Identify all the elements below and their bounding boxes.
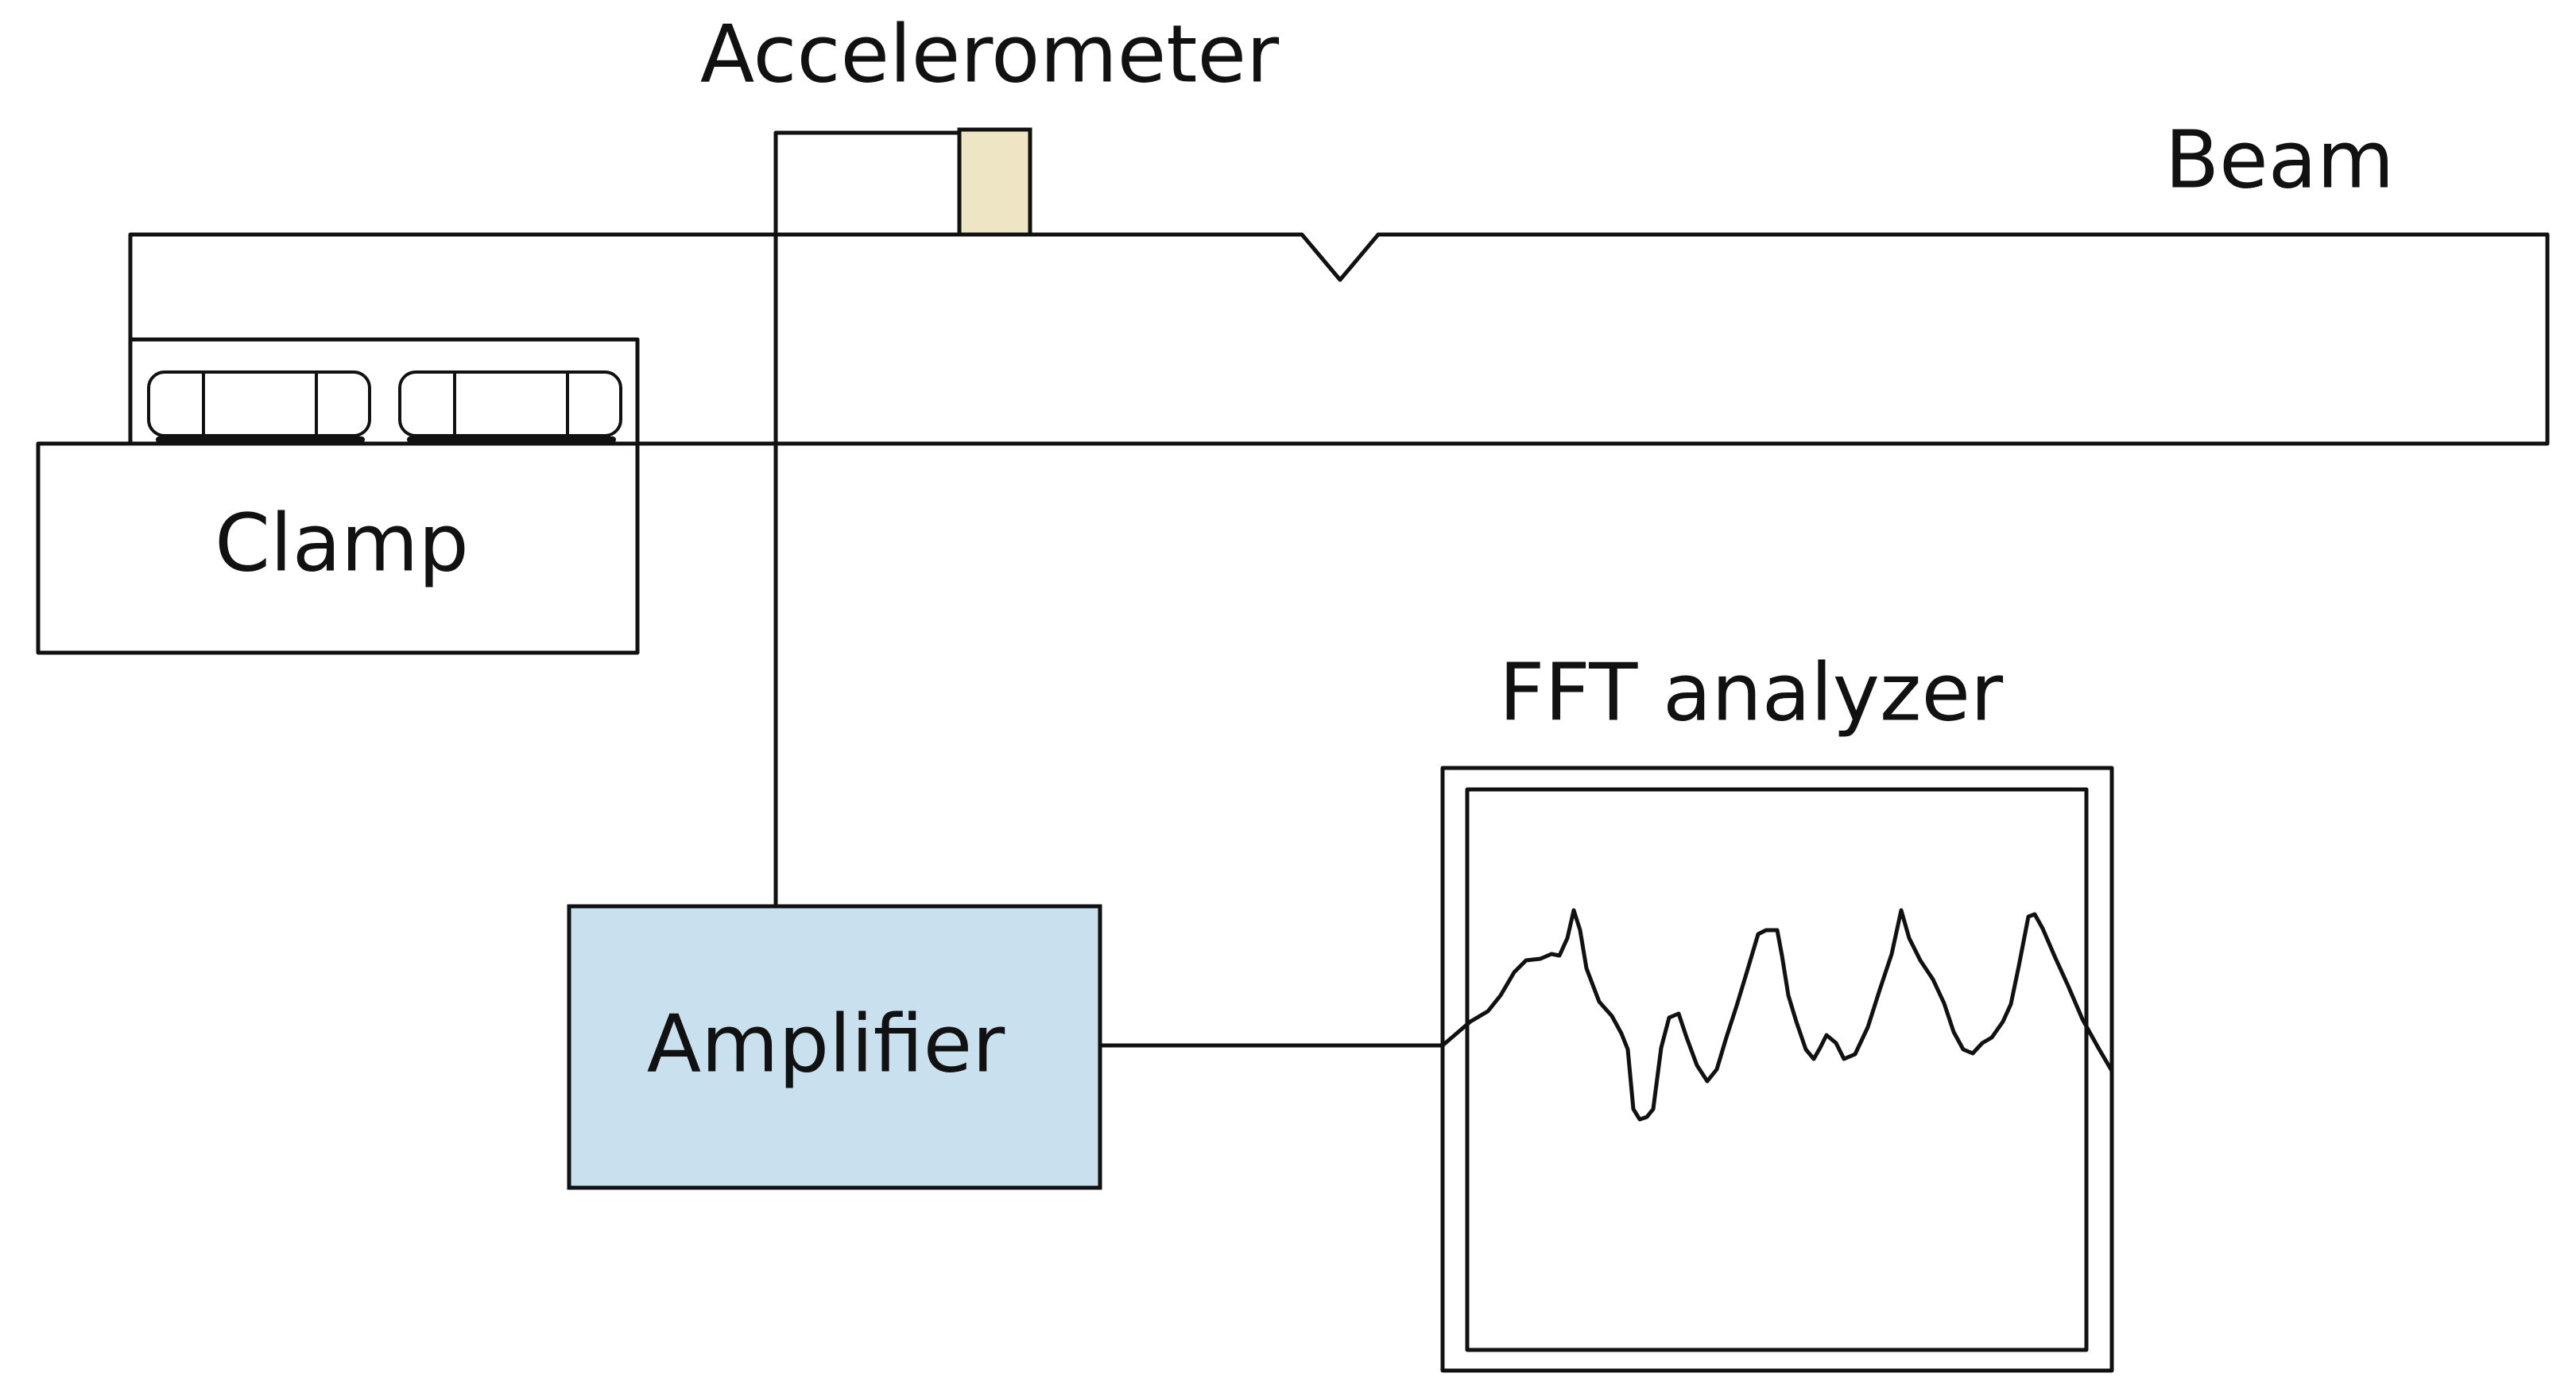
clamp-pad-right — [398, 370, 622, 443]
clamp-pads — [147, 370, 622, 443]
clamp-label: Clamp — [215, 496, 469, 589]
clamp-top-plate — [128, 337, 640, 446]
clamp-base — [36, 441, 640, 655]
accelerometer-sensor — [957, 127, 1032, 237]
accelerometer-label: Accelerometer — [700, 7, 1280, 100]
fft-signal-trace — [1440, 908, 2114, 1122]
sensor-cable — [773, 130, 962, 909]
fft-analyzer-label: FFT analyzer — [1499, 646, 2004, 739]
amplifier-box — [567, 904, 1102, 1190]
fft-analyzer-screen — [1465, 787, 2089, 1352]
amplifier-label: Amplifier — [647, 997, 1005, 1090]
beam-label: Beam — [2165, 113, 2395, 206]
clamp-pad-left — [147, 370, 371, 443]
fft-analyzer-outer-frame — [1440, 766, 2114, 1373]
